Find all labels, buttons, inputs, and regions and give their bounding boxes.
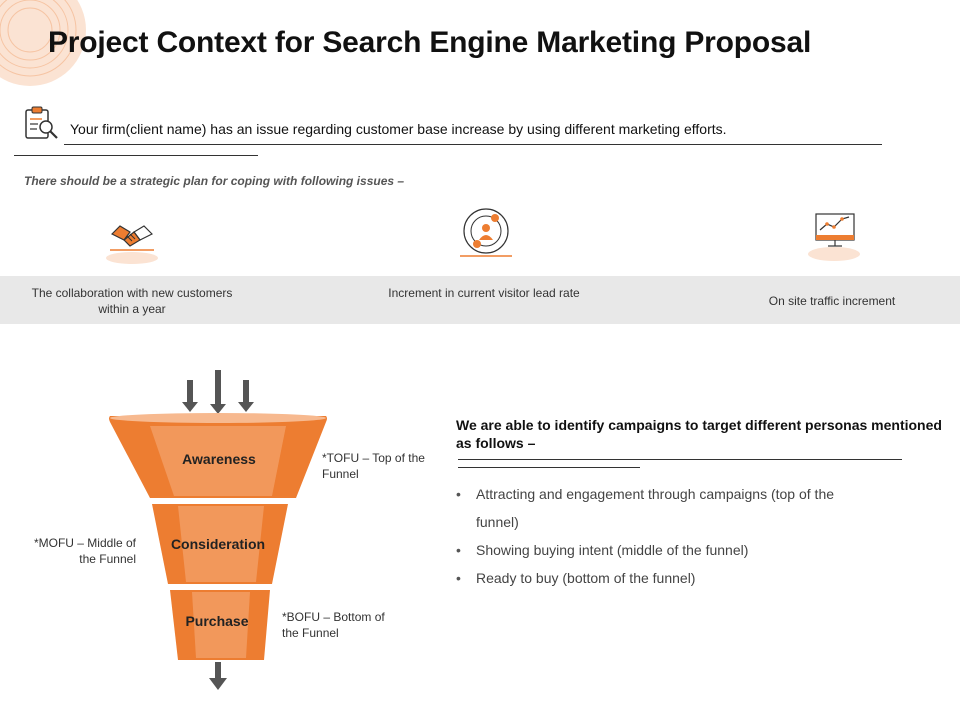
- corner-decoration: [0, 0, 86, 86]
- personas-list: Attracting and engagement through campai…: [456, 480, 876, 592]
- stage-label-purchase: Purchase: [185, 613, 249, 629]
- bofu-note: *BOFU – Bottom of the Funnel: [282, 610, 385, 640]
- tofu-note: *TOFU – Top of the Funnel: [322, 451, 425, 481]
- list-item: Attracting and engagement through campai…: [456, 480, 876, 536]
- personas-rule-short: [458, 467, 640, 468]
- issues-subnote: There should be a strategic plan for cop…: [24, 174, 405, 188]
- page-title: Project Context for Search Engine Market…: [48, 26, 812, 59]
- traffic-monitor-icon: [808, 213, 860, 261]
- intro-rule: [64, 144, 882, 145]
- issue-label-traffic: On site traffic increment: [768, 294, 896, 308]
- list-item: Showing buying intent (middle of the fun…: [456, 536, 876, 564]
- personas-title: We are able to identify campaigns to tar…: [456, 417, 942, 451]
- mofu-note: *MOFU – Middle of the Funnel: [33, 536, 136, 566]
- issues-band: [0, 276, 960, 324]
- funnel-input-arrows: [182, 370, 254, 414]
- issue-label-lead-rate: Increment in current visitor lead rate: [388, 286, 580, 300]
- issue-label-collaboration: The collaboration with new customers wit…: [31, 286, 233, 316]
- handshake-icon: [106, 225, 158, 264]
- intro-text: Your firm(client name) has an issue rega…: [70, 121, 727, 137]
- stage-label-awareness: Awareness: [182, 451, 256, 467]
- visitor-target-icon: [460, 208, 512, 257]
- funnel-output-arrow: [209, 662, 227, 690]
- marketing-funnel: [109, 370, 327, 690]
- stage-label-consideration: Consideration: [170, 536, 266, 552]
- list-item: Ready to buy (bottom of the funnel): [456, 564, 876, 592]
- personas-rule: [458, 459, 902, 460]
- clipboard-search-icon: [25, 106, 58, 139]
- intro-rule-short: [14, 155, 258, 156]
